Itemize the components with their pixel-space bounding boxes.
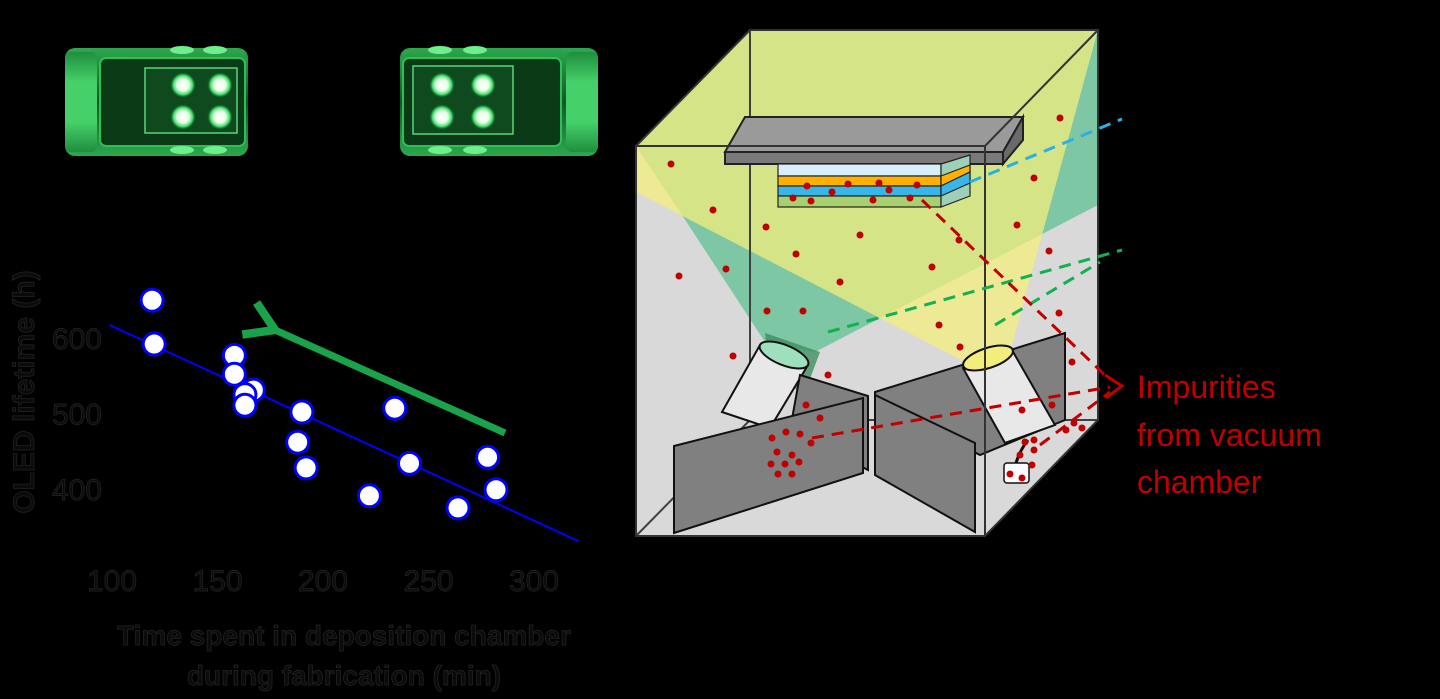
oled-layer-stack [777,154,971,208]
x-tick-label: 150 [192,565,242,598]
right-front-shutter [874,393,976,534]
lifetime-chart: OLED lifetime (h) 400 500 600 100 150 200 250… [8,270,579,691]
substrate-holder [723,113,1025,167]
y-axis-label: OLED lifetime (h) [8,270,41,513]
impurity-particles [667,114,1086,482]
y-tick-label: 400 [52,474,102,507]
data-point [221,361,247,387]
data-point [397,450,423,476]
impurity-label-line-2: from vacuum [1137,417,1322,453]
data-point [483,477,509,503]
data-point [232,392,258,418]
data-point [289,399,315,425]
data-point [293,455,319,481]
left-oled-device [65,46,248,156]
data-point [382,395,408,421]
x-tick-label: 200 [298,565,348,598]
fit-line [109,324,579,543]
y-tick-label: 500 [52,399,102,432]
oled-photo [65,46,598,156]
data-point [356,483,382,509]
x-tick-label: 300 [509,565,559,598]
pointer-lines [811,117,1123,447]
data-point [141,331,167,357]
data-point [475,444,501,470]
y-tick-label: 600 [52,323,102,356]
x-tick-label: 100 [87,565,137,598]
trend-arrow [275,330,507,437]
x-axis-label-line-1: Time spent in deposition chamber [117,620,571,651]
x-axis-label-line-2: during fabrication (min) [187,660,501,691]
impurity-label-line-1: Impurities [1137,369,1276,405]
impurity-arrowhead [1104,373,1125,400]
right-oled-device [400,46,598,156]
data-point [285,429,311,455]
data-point [139,287,165,313]
data-point [445,495,471,521]
x-tick-label: 250 [403,565,453,598]
vacuum-chamber-diagram: Impurities from vacuum chamber [635,29,1322,537]
impurity-label-line-3: chamber [1137,464,1262,500]
